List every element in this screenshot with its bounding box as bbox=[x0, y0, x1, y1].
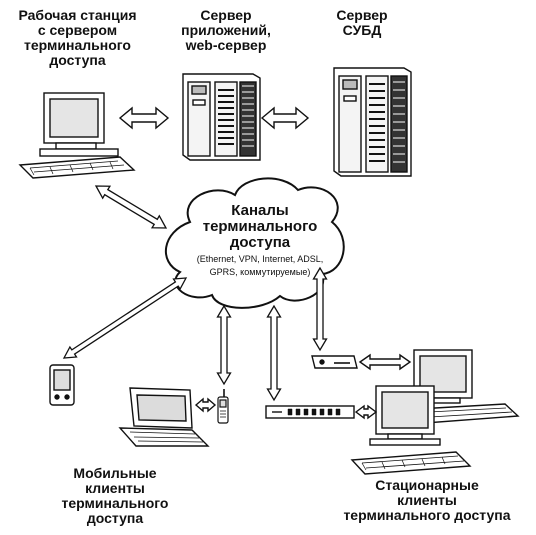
arrow-cloud-pda bbox=[62, 277, 188, 359]
cloud-subtitle: (Ethernet, VPN, Internet, ADSL, GPRS, ко… bbox=[175, 253, 345, 279]
label-app-server-line: приложений, bbox=[181, 22, 271, 38]
cloud-title-line: терминального bbox=[202, 218, 318, 235]
workstation-computer-icon bbox=[18, 92, 136, 179]
label-db-server-line: СУБД bbox=[342, 22, 382, 38]
label-app-server: Сервер приложений, web-сервер bbox=[166, 8, 286, 53]
cloud-subtitle-line: GPRS, коммутируемые) bbox=[209, 267, 311, 277]
app-server-tower-icon bbox=[182, 73, 261, 161]
arrow-workstation-cloud bbox=[94, 185, 168, 229]
label-workstation: Рабочая станция с сервером терминального… bbox=[0, 8, 155, 68]
arrow-hub-stationary-pc bbox=[354, 404, 378, 420]
label-workstation-line: доступа bbox=[49, 52, 106, 68]
label-workstation-line: с сервером bbox=[37, 22, 118, 38]
arrow-modem-stationary-pc bbox=[358, 353, 412, 371]
label-workstation-line: Рабочая станция bbox=[18, 7, 137, 23]
cloud-title-line: Каналы bbox=[231, 202, 289, 219]
arrow-cloud-modem bbox=[312, 266, 328, 352]
label-mobile-clients-line: доступа bbox=[86, 510, 144, 526]
label-mobile-clients-line: клиенты bbox=[85, 480, 145, 496]
pda-icon bbox=[49, 364, 75, 406]
label-stationary-clients-line: Стационарные bbox=[375, 477, 479, 493]
arrow-workstation-app-server bbox=[118, 106, 170, 130]
label-workstation-line: терминального bbox=[24, 37, 131, 53]
arrow-cloud-laptop bbox=[216, 304, 232, 386]
mobile-phone-icon bbox=[217, 389, 229, 424]
label-db-server-line: Сервер bbox=[336, 7, 388, 23]
stationary-pc-front-icon bbox=[350, 385, 472, 475]
cloud-title-line: доступа bbox=[229, 234, 291, 251]
arrow-cloud-hub bbox=[266, 304, 282, 402]
label-mobile-clients-line: Мобильные bbox=[73, 465, 157, 481]
label-stationary-clients: Стационарные клиенты терминального досту… bbox=[320, 478, 534, 523]
label-db-server: Сервер СУБД bbox=[322, 8, 402, 38]
arrow-app-server-db-server bbox=[260, 106, 310, 130]
db-server-tower-icon bbox=[333, 67, 412, 177]
network-hub-icon bbox=[265, 405, 355, 419]
label-app-server-line: web-сервер bbox=[185, 37, 267, 53]
label-app-server-line: Сервер bbox=[200, 7, 252, 23]
label-stationary-clients-line: терминального доступа bbox=[343, 507, 511, 523]
arrow-laptop-phone bbox=[194, 397, 217, 413]
laptop-icon bbox=[118, 387, 210, 447]
cloud-title: Каналы терминального доступа bbox=[175, 203, 345, 251]
label-stationary-clients-line: клиенты bbox=[397, 492, 457, 508]
label-mobile-clients: Мобильные клиенты терминального доступа bbox=[50, 466, 180, 526]
label-mobile-clients-line: терминального bbox=[61, 495, 169, 511]
modem-icon bbox=[311, 355, 358, 369]
cloud-subtitle-line: (Ethernet, VPN, Internet, ADSL, bbox=[196, 254, 324, 264]
